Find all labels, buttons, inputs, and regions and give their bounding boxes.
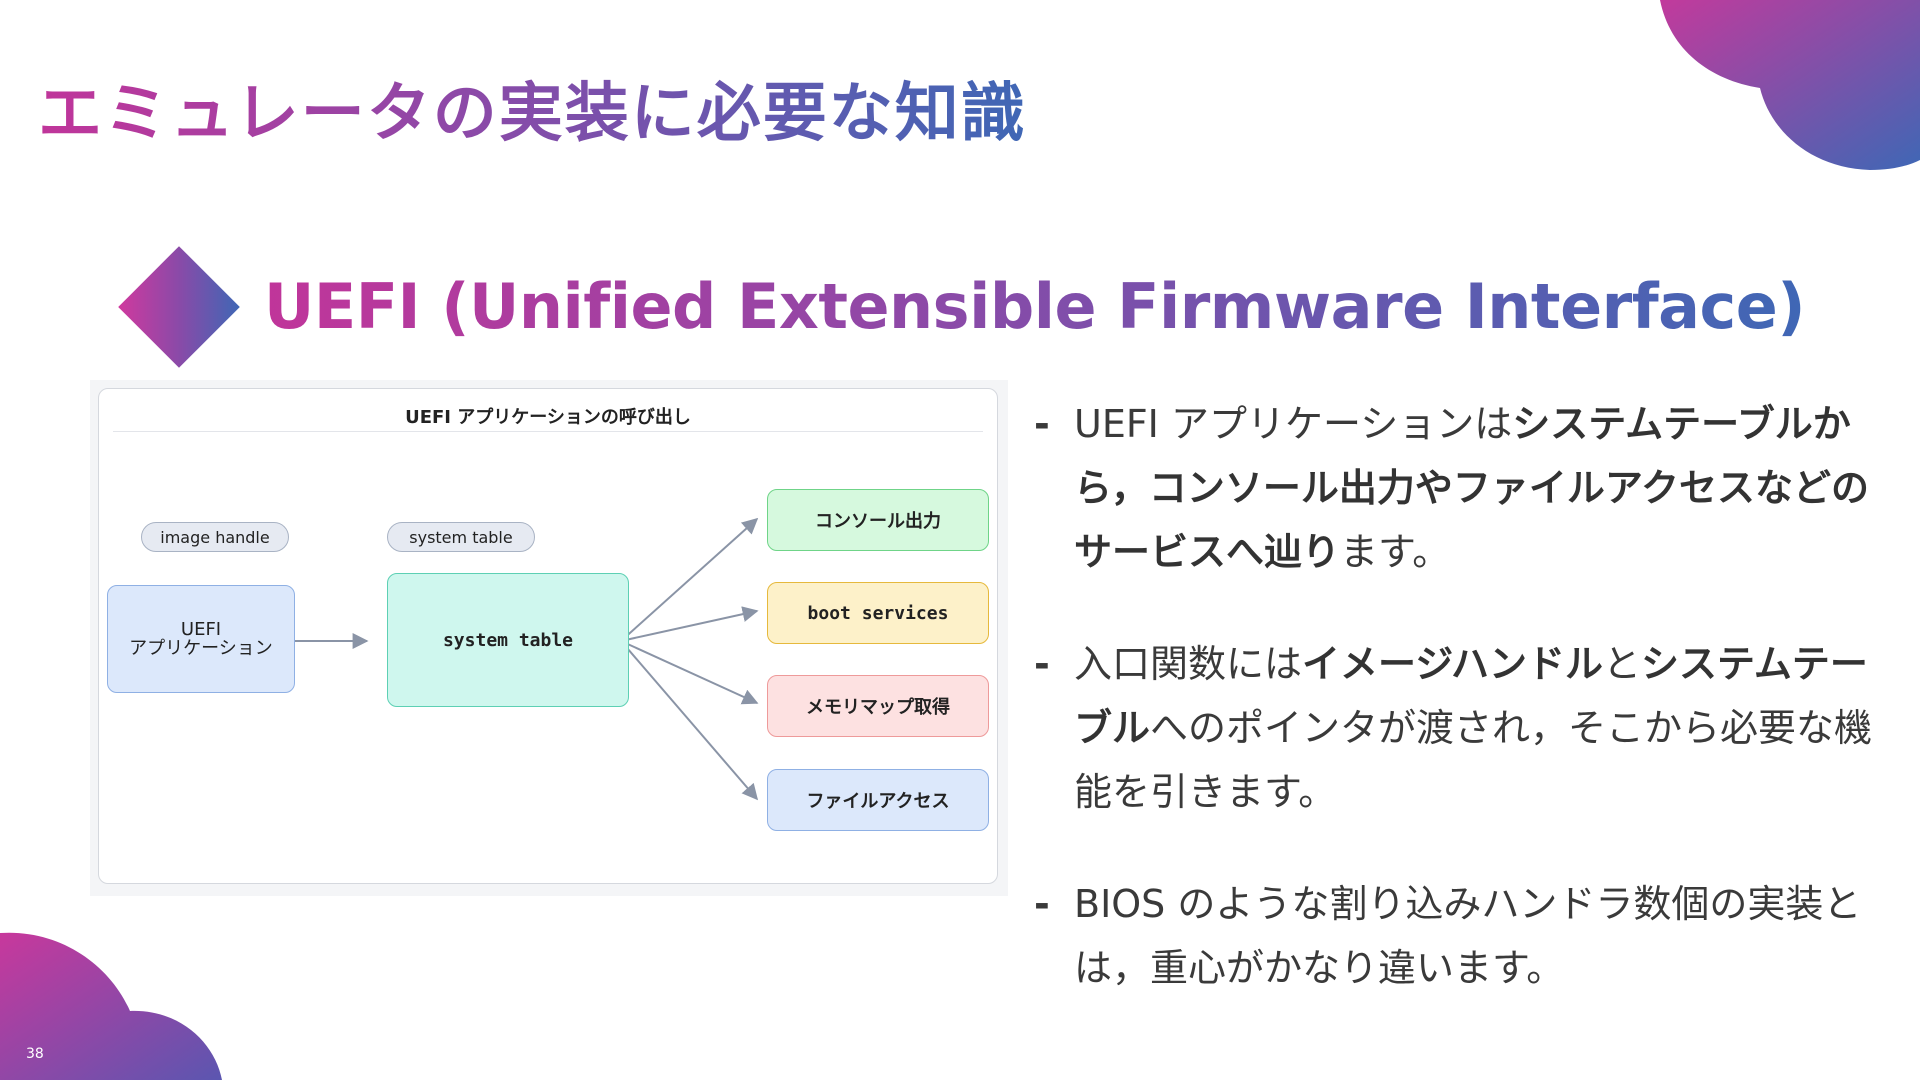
uefi-app-label-line1: UEFI: [180, 619, 222, 640]
bullet-item: - BIOS のような割り込みハンドラ数個の実装とは，重心がかなり違います。: [1034, 872, 1894, 1000]
arrow-to-memory-map: [620, 640, 759, 705]
bullet-text: へのポインタが渡され，そこから必要な機能を引きます。: [1074, 706, 1873, 814]
bullet-text: 入口関数には: [1074, 642, 1303, 686]
service-box-console: コンソール出力: [767, 489, 989, 551]
diagram-title: UEFI アプリケーションの呼び出し: [405, 407, 691, 428]
bullet-item: - UEFI アプリケーションはシステムテーブルから，コンソール出力やファイルア…: [1034, 392, 1894, 584]
service-box-memory-map: メモリマップ取得: [767, 675, 989, 737]
service-box-file-access: ファイルアクセス: [767, 769, 989, 831]
bullet-item: - 入口関数にはイメージハンドルとシステムテーブルへのポインタが渡され，そこから…: [1034, 632, 1894, 824]
arrow-to-boot-services: [620, 606, 759, 642]
uefi-application-box: UEFI アプリケーション: [107, 585, 295, 693]
diagram-panel: UEFI アプリケーションの呼び出し image handle system t…: [98, 388, 998, 884]
diagram-arrows: [293, 517, 759, 801]
diagram-figure: UEFI アプリケーションの呼び出し image handle system t…: [90, 380, 1008, 896]
arrow-to-console: [620, 517, 759, 642]
system-table-box: system table: [387, 573, 629, 707]
bullet-marker: -: [1034, 402, 1050, 446]
tag-image-handle: image handle: [141, 522, 289, 552]
bullet-marker: -: [1034, 882, 1050, 926]
bullet-text-bold: システムテーブルから，コンソール出力やファイルアクセスなどのサービスへ辿り: [1074, 402, 1869, 574]
bullet-text: ます。: [1340, 530, 1451, 574]
bullet-text: UEFI アプリケーションは: [1074, 402, 1513, 446]
service-box-boot-services: boot services: [767, 582, 989, 644]
uefi-app-label-line2: アプリケーション: [129, 638, 273, 659]
diamond-bullet-icon: [118, 246, 240, 368]
arrow-to-file-access: [620, 640, 759, 801]
corner-decoration-top-right: [1660, 0, 1920, 170]
tag-system-table: system table: [387, 522, 535, 552]
bullet-marker: -: [1034, 642, 1050, 686]
bullet-text-bold: イメージハンドル: [1302, 642, 1603, 686]
bullet-list: - UEFI アプリケーションはシステムテーブルから，コンソール出力やファイルア…: [1034, 392, 1894, 1000]
section-heading: UEFI (Unified Extensible Firmware Interf…: [264, 270, 1806, 343]
diagram-divider: [113, 431, 983, 432]
bullet-text-bold: システムテーブル: [1074, 642, 1868, 750]
page-number: 38: [26, 1046, 44, 1062]
bullet-text: と: [1602, 642, 1641, 686]
bullet-text: BIOS のような割り込みハンドラ数個の実装とは，重心がかなり違います。: [1074, 882, 1862, 990]
corner-decoration-bottom-left: [0, 932, 222, 1080]
slide-title: エミュレータの実装に必要な知識: [38, 62, 1027, 154]
